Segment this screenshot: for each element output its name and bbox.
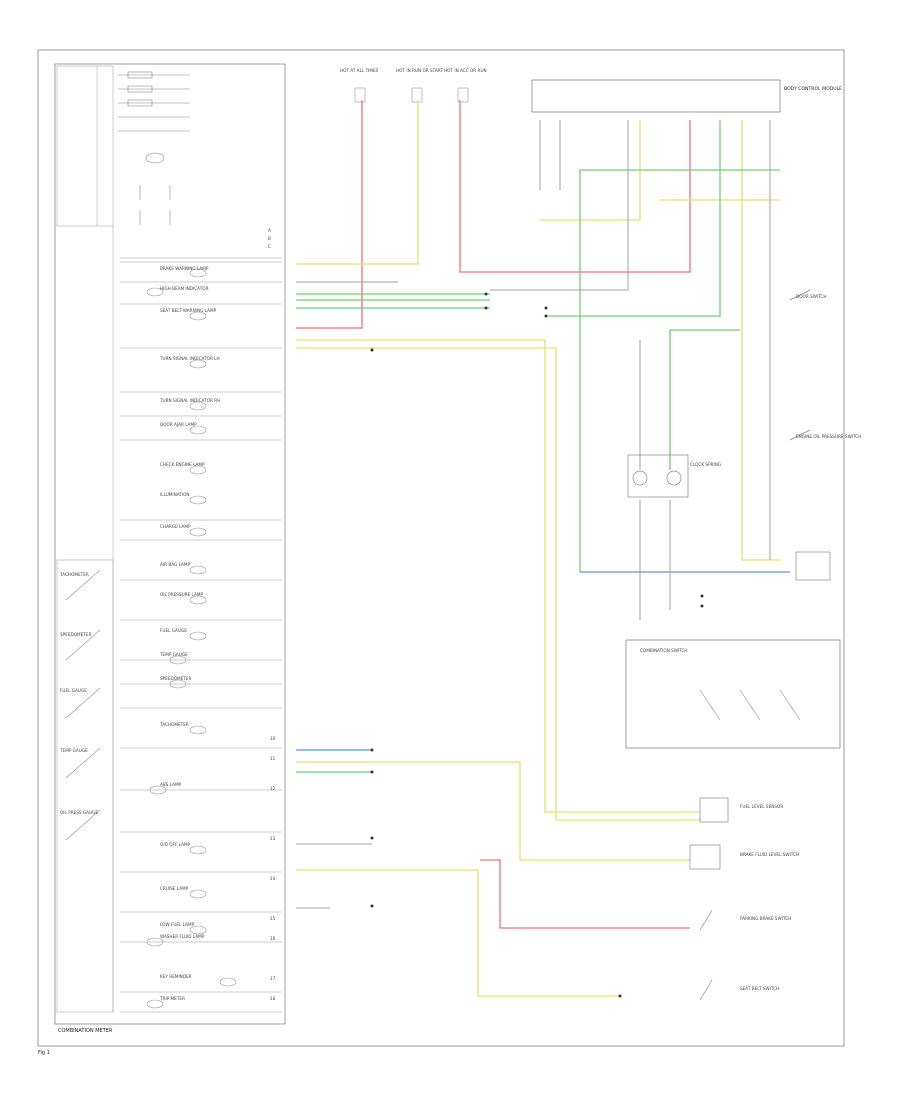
svg-text:16: 16 — [270, 936, 276, 941]
cluster-item-label: TURN SIGNAL INDICATOR LH — [159, 356, 220, 361]
right-components — [689, 289, 831, 1001]
svg-text:B: B — [268, 236, 271, 241]
cluster-item-label: TEMP GAUGE — [159, 652, 188, 657]
svg-text:A: A — [268, 228, 271, 233]
cluster-item-label: DOOR AJAR LAMP — [160, 422, 197, 427]
svg-text:18: 18 — [270, 996, 276, 1001]
gray-wires — [296, 120, 771, 909]
svg-text:17: 17 — [270, 976, 276, 981]
cluster-item-label: TACHOMETER — [159, 722, 189, 727]
component-label: BRAKE FLUID LEVEL SWITCH — [740, 852, 799, 857]
cluster-item-label: LOW FUEL LAMP — [160, 922, 195, 927]
cluster-item-label: AIR BAG LAMP — [160, 562, 190, 567]
fuse-label: HOT IN ACC OR RUN — [444, 68, 487, 73]
cluster-item-label: O/D OFF LAMP — [160, 842, 191, 847]
cluster-item-label: ILLUMINATION — [160, 492, 190, 497]
cluster-item-label: OIL PRESSURE LAMP — [160, 592, 203, 597]
cluster-item-label: WASHER FLUID LAMP — [160, 934, 205, 939]
cluster-pin-labels: ABC 10 11 12 13 14 15 16 17 18 — [268, 228, 276, 1001]
cluster-item-label: TRIP METER — [159, 996, 185, 1001]
top-switches — [118, 71, 190, 225]
svg-text:15: 15 — [270, 916, 276, 921]
cluster-box — [54, 63, 286, 1025]
gauge-column — [56, 559, 114, 1013]
connector-label: COMBINATION SWITCH — [640, 648, 688, 653]
svg-text:12: 12 — [270, 786, 276, 791]
svg-text:C: C — [268, 244, 271, 249]
component-label: FUEL LEVEL SENSOR — [740, 804, 783, 809]
gauge-label: OIL PRESS GAUGE — [60, 810, 98, 815]
gauge-label: TACHOMETER — [59, 572, 89, 577]
cluster-item-label: KEY REMINDER — [160, 974, 192, 979]
blue-wires — [296, 571, 790, 751]
gauge-label: TEMP GAUGE — [59, 748, 88, 753]
component-label: DOOR SWITCH — [796, 294, 826, 299]
connector-label: CLOCK SPRING — [690, 462, 721, 467]
component-label: ENGINE OIL PRESSURE SWITCH — [796, 434, 861, 439]
cluster-item-label: SEAT BELT WARNING LAMP — [160, 308, 217, 313]
svg-text:14: 14 — [270, 876, 276, 881]
cluster-item-label: FUEL GAUGE — [160, 628, 187, 633]
cluster-item-label: CHECK ENGINE LAMP — [160, 462, 205, 467]
junction-dots — [370, 292, 704, 998]
cluster-item-label: CHARGE LAMP — [160, 524, 191, 529]
module-label: BODY CONTROL MODULE — [784, 86, 842, 92]
green-wires — [296, 120, 780, 773]
gauge-label: FUEL GAUGE — [60, 688, 87, 693]
component-label: SEAT BELT SWITCH — [740, 986, 779, 991]
cluster-item-label: CRUISE LAMP — [160, 886, 189, 891]
cluster-bulbs — [146, 268, 237, 1009]
fuse-label: HOT AT ALL TIMES — [340, 68, 379, 73]
cluster-item-label: BRAKE WARNING LAMP — [160, 266, 209, 271]
yellow-wires — [296, 100, 780, 997]
svg-text:13: 13 — [270, 836, 276, 841]
cluster-item-label: TURN SIGNAL INDICATOR RH — [159, 398, 220, 403]
combination-switch-box — [625, 639, 841, 749]
cluster-item-label: ABS LAMP — [160, 782, 182, 787]
svg-text:10: 10 — [270, 736, 276, 741]
gauge-symbols — [65, 569, 101, 841]
component-label: PARKING BRAKE SWITCH — [740, 916, 791, 921]
cluster-item-label: SPEEDOMETER — [160, 676, 191, 681]
fuse-area — [354, 87, 469, 103]
red-wires — [296, 100, 691, 929]
svg-text:11: 11 — [270, 756, 276, 761]
clock-spring-box — [627, 454, 689, 498]
cluster-label: COMBINATION METER — [58, 1028, 113, 1034]
cluster-item-label: HIGH BEAM INDICATOR — [160, 286, 209, 291]
fig-label: Fig 1 — [38, 1050, 50, 1056]
diagram-frame — [37, 49, 845, 1047]
body-control-module-box — [531, 79, 781, 113]
cluster-inner-strip — [56, 65, 98, 227]
fuse-label: HOT IN RUN OR START — [396, 68, 443, 73]
cluster-rails — [120, 257, 282, 1013]
gauge-label: SPEEDOMETER — [60, 632, 91, 637]
